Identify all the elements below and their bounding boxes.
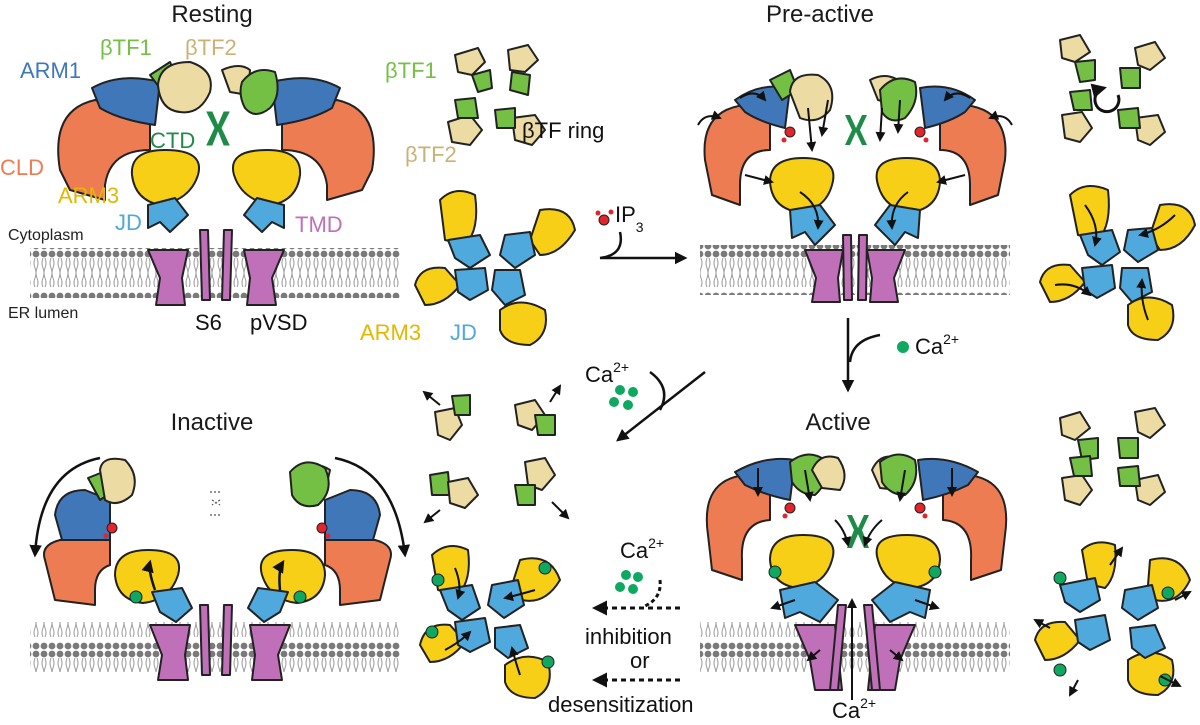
resting-title: Resting	[171, 1, 252, 28]
pre-active-channel: Pre-active	[697, 1, 1013, 303]
ring-label-btf1: βTF1	[385, 58, 437, 83]
ring-label-btf2: βTF2	[405, 142, 457, 167]
btf-dispersed-inactive	[422, 384, 570, 524]
resting-labels: Resting ARM1 βTF1 βTF2 CTD CLD ARM3 JD T…	[0, 1, 343, 335]
ring-label-arm3: ARM3	[360, 320, 421, 345]
arm3-jd-ring-active	[1033, 541, 1192, 697]
active-ca-bottom-label: Ca2+	[832, 695, 876, 723]
label-ctd: CTD	[150, 128, 195, 153]
inhibition-label: inhibition	[585, 624, 672, 649]
label-btf1: βTF1	[100, 35, 152, 60]
resting-channel	[57, 61, 375, 306]
arm3-jd-ring-pre-active	[1039, 185, 1196, 341]
membrane-pre-active	[700, 245, 1010, 295]
label-cytoplasm: Cytoplasm	[8, 227, 84, 244]
membrane-active	[700, 622, 1010, 672]
btf-ring-resting: βTF1 βTF2 βTF ring	[385, 44, 604, 167]
label-pvsd: pVSD	[250, 310, 307, 335]
label-tmd: TMD	[295, 212, 343, 237]
ca-to-active-transition: Ca2+	[841, 318, 959, 393]
ring-label-jd: JD	[450, 320, 477, 345]
membrane-resting	[30, 248, 400, 298]
btf-ring-pre-active	[1059, 34, 1166, 146]
ca-desensitization-transition: Ca2+ inhibition or desensitization	[548, 535, 694, 717]
ca-to-active-label: Ca2+	[915, 331, 959, 359]
desensitization-label: desensitization	[548, 692, 694, 717]
active-title: Active	[805, 409, 870, 436]
ca-to-inactive-label: Ca2+	[585, 359, 629, 387]
label-arm1: ARM1	[20, 58, 81, 83]
membrane-inactive	[30, 622, 400, 672]
label-cld: CLD	[0, 155, 44, 180]
label-jd: JD	[115, 210, 142, 235]
or-label: or	[630, 648, 650, 673]
ip3-transition: IP3	[595, 202, 688, 265]
label-btf2: βTF2	[185, 35, 237, 60]
label-er-lumen: ER lumen	[8, 305, 78, 322]
label-arm3: ARM3	[58, 183, 119, 208]
ring-label-btf-ring: βTF ring	[522, 118, 604, 143]
label-s6: S6	[195, 310, 222, 335]
btf-ring-active	[1059, 407, 1166, 506]
ca-desens-label: Ca2+	[620, 535, 664, 563]
ip3-label: IP3	[615, 202, 644, 235]
pre-active-title: Pre-active	[766, 1, 874, 28]
arm3-jd-ring-resting: ARM3 JD	[360, 190, 576, 346]
arm3-jd-dispersed-inactive	[419, 545, 561, 699]
inactive-title: Inactive	[171, 409, 254, 436]
active-channel: Active Ca2+	[705, 409, 1008, 723]
inactive-channel: Inactive	[29, 409, 411, 681]
ca-to-inactive-transition: Ca2+	[585, 359, 706, 442]
